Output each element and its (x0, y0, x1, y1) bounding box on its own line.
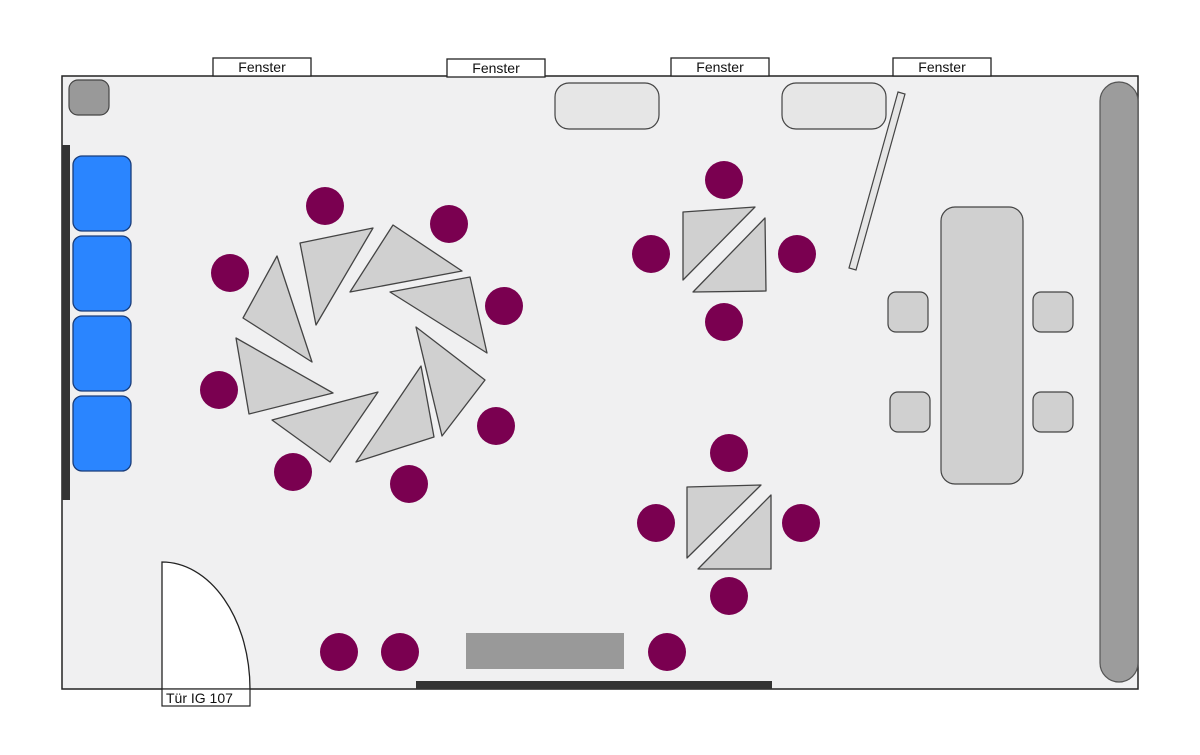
seat (782, 504, 820, 542)
window-1-label: Fenster (238, 59, 286, 75)
window-4-label: Fenster (918, 59, 966, 75)
seat (430, 205, 468, 243)
bench-4 (72, 395, 132, 472)
seat (306, 187, 344, 225)
pair-table-1 (682, 206, 767, 293)
door-label-box (161, 688, 251, 707)
triangle-table (271, 391, 379, 463)
window-3: Fenster (670, 57, 770, 77)
window-4: Fenster (892, 57, 992, 77)
conference-table (940, 206, 1024, 485)
triangle-table (389, 276, 488, 354)
seat (648, 633, 686, 671)
left-wall-board (62, 145, 70, 500)
seat (211, 254, 249, 292)
bench-1 (72, 155, 132, 232)
seats (200, 161, 820, 671)
door-swing-icon (161, 561, 251, 690)
door: Tür IG 107 (161, 561, 251, 707)
seat (637, 504, 675, 542)
window-bench-2 (781, 82, 887, 130)
bench-2 (72, 235, 132, 312)
triangle-table (355, 365, 435, 463)
seat (320, 633, 358, 671)
window-2: Fenster (446, 58, 546, 78)
triangle-table (682, 206, 756, 281)
window-3-label: Fenster (696, 59, 744, 75)
seat (710, 577, 748, 615)
conference-chair (887, 291, 929, 333)
triangle-table (686, 484, 762, 559)
seat (200, 371, 238, 409)
triangle-table (235, 337, 334, 415)
window-bench-1 (554, 82, 660, 130)
pair-table-2 (686, 484, 772, 570)
seat (390, 465, 428, 503)
seat (381, 633, 419, 671)
triangle-table (692, 217, 767, 293)
seat (705, 303, 743, 341)
door-label: Tür IG 107 (166, 690, 233, 706)
window-1: Fenster (212, 57, 312, 77)
triangle-table (242, 255, 313, 363)
seat (485, 287, 523, 325)
seat (778, 235, 816, 273)
triangle-table (299, 227, 374, 326)
triangle-table (349, 224, 463, 293)
seat (632, 235, 670, 273)
conference-chair (1032, 391, 1074, 433)
triangle-table (697, 494, 772, 570)
open-window-pane (848, 91, 906, 271)
bottom-wall-board (416, 681, 772, 689)
conference-chair (889, 391, 931, 433)
right-wall-panel (1099, 81, 1139, 683)
table-ring (235, 224, 488, 463)
bench-3 (72, 315, 132, 392)
bottom-cabinet (466, 633, 624, 669)
conference-chair (1032, 291, 1074, 333)
seat (274, 453, 312, 491)
window-2-label: Fenster (472, 60, 520, 76)
seat (710, 434, 748, 472)
corner-cabinet (68, 79, 110, 116)
seat (705, 161, 743, 199)
triangle-table (415, 326, 486, 437)
seat (477, 407, 515, 445)
